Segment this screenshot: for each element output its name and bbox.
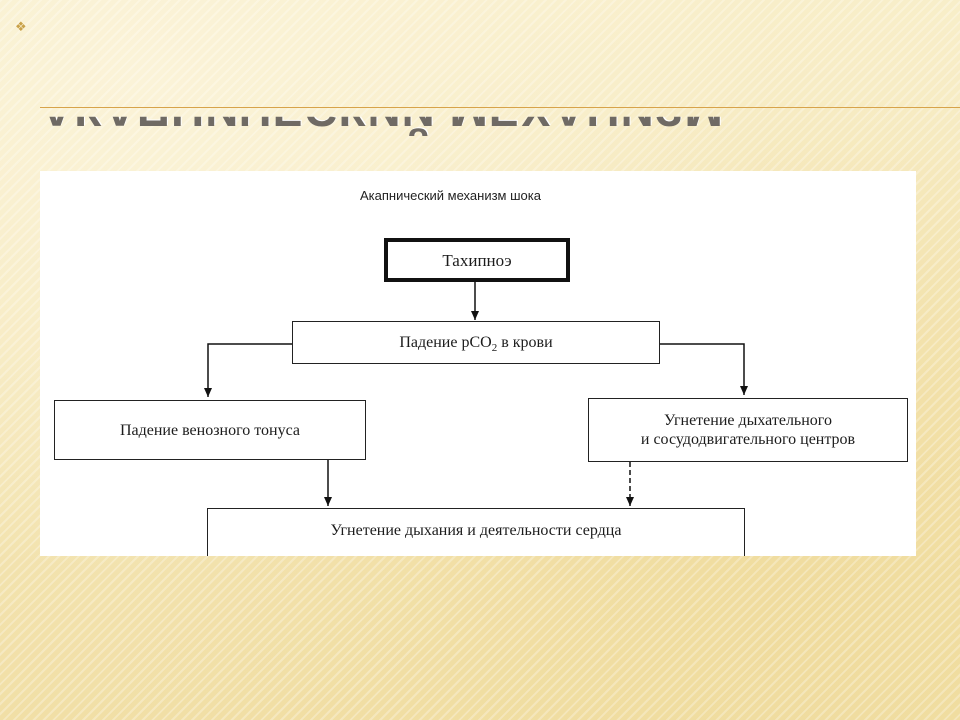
- node-breathing-heart-label: Угнетение дыхания и деятельности сердца: [330, 522, 622, 539]
- node-tachypnea: Тахипноэ: [384, 238, 570, 282]
- node-pco2-label: Падение pCO2 в крови: [399, 334, 553, 355]
- diagram-image: Акапнический механизм шока Тахипноэ Паде…: [40, 171, 916, 556]
- title-underline: [40, 107, 960, 108]
- ornament-icon: ❖: [15, 19, 27, 34]
- slide-title: АКАПНИЧЕСКИЙ МЕХАНИЗМ: [40, 84, 724, 136]
- arrow-pco2-to-right: [660, 343, 748, 395]
- node-tachypnea-label: Тахипноэ: [442, 250, 512, 270]
- node-breathing-heart-depression: Угнетение дыхания и деятельности сердца: [207, 508, 745, 556]
- node-pco2-drop: Падение pCO2 в крови: [292, 321, 660, 364]
- node-venous-tone-drop: Падение венозного тонуса: [54, 400, 366, 460]
- diagram-connectors: [204, 282, 748, 506]
- arrow-pco2-to-left: [204, 343, 292, 397]
- node-venous-tone-label: Падение венозного тонуса: [119, 421, 301, 439]
- diagram-title: Акапнический механизм шока: [360, 188, 541, 203]
